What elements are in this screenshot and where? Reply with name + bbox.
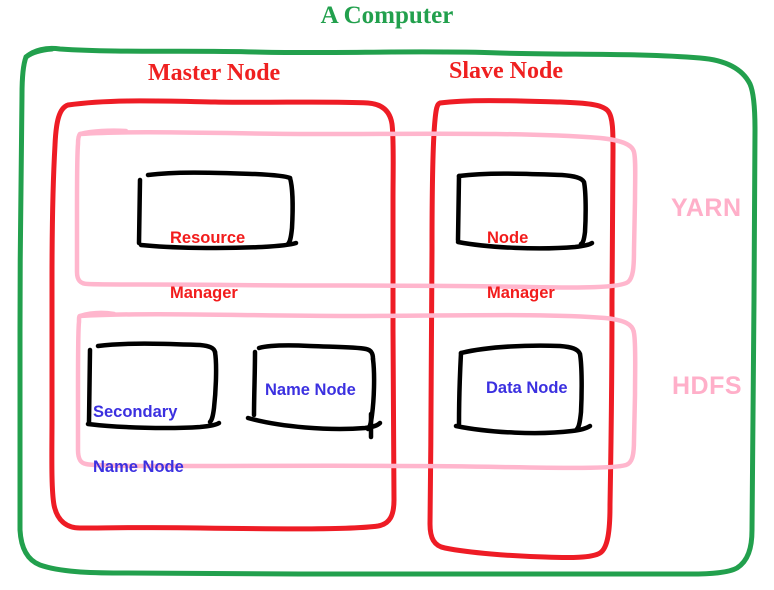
master-node-boundary bbox=[49, 98, 397, 532]
computer-boundary bbox=[17, 45, 758, 577]
hdfs-layer-label: HDFS bbox=[672, 372, 743, 400]
secondary-name-node-label-line2: Name Node bbox=[93, 458, 184, 477]
page-title: A Computer bbox=[320, 2, 454, 29]
resource-manager-label-line1: Resource bbox=[170, 228, 246, 247]
resource-manager-box bbox=[136, 170, 299, 251]
node-manager-label-line2: Manager bbox=[487, 284, 555, 303]
data-node-box bbox=[453, 343, 593, 436]
secondary-name-node-label: Secondary Name Node bbox=[93, 366, 184, 514]
node-manager-label: Node Manager bbox=[487, 192, 555, 340]
yarn-layer-boundary bbox=[74, 128, 638, 290]
resource-manager-label-line2: Manager bbox=[170, 284, 238, 303]
node-manager-label-line1: Node bbox=[487, 228, 529, 247]
name-node-box bbox=[245, 343, 383, 440]
resource-manager-label: Resource Manager bbox=[170, 192, 245, 340]
node-manager-box bbox=[455, 171, 595, 251]
slave-node-label: Slave Node bbox=[449, 58, 563, 84]
data-node-label: Data Node bbox=[486, 379, 568, 397]
hdfs-layer-boundary bbox=[75, 310, 638, 471]
secondary-name-node-label-line1: Secondary bbox=[93, 402, 178, 421]
name-node-label: Name Node bbox=[265, 381, 356, 399]
slave-node-boundary bbox=[427, 98, 616, 560]
yarn-layer-label: YARN bbox=[671, 194, 742, 222]
secondary-name-node-box bbox=[85, 341, 222, 431]
master-node-label: Master Node bbox=[148, 60, 281, 86]
